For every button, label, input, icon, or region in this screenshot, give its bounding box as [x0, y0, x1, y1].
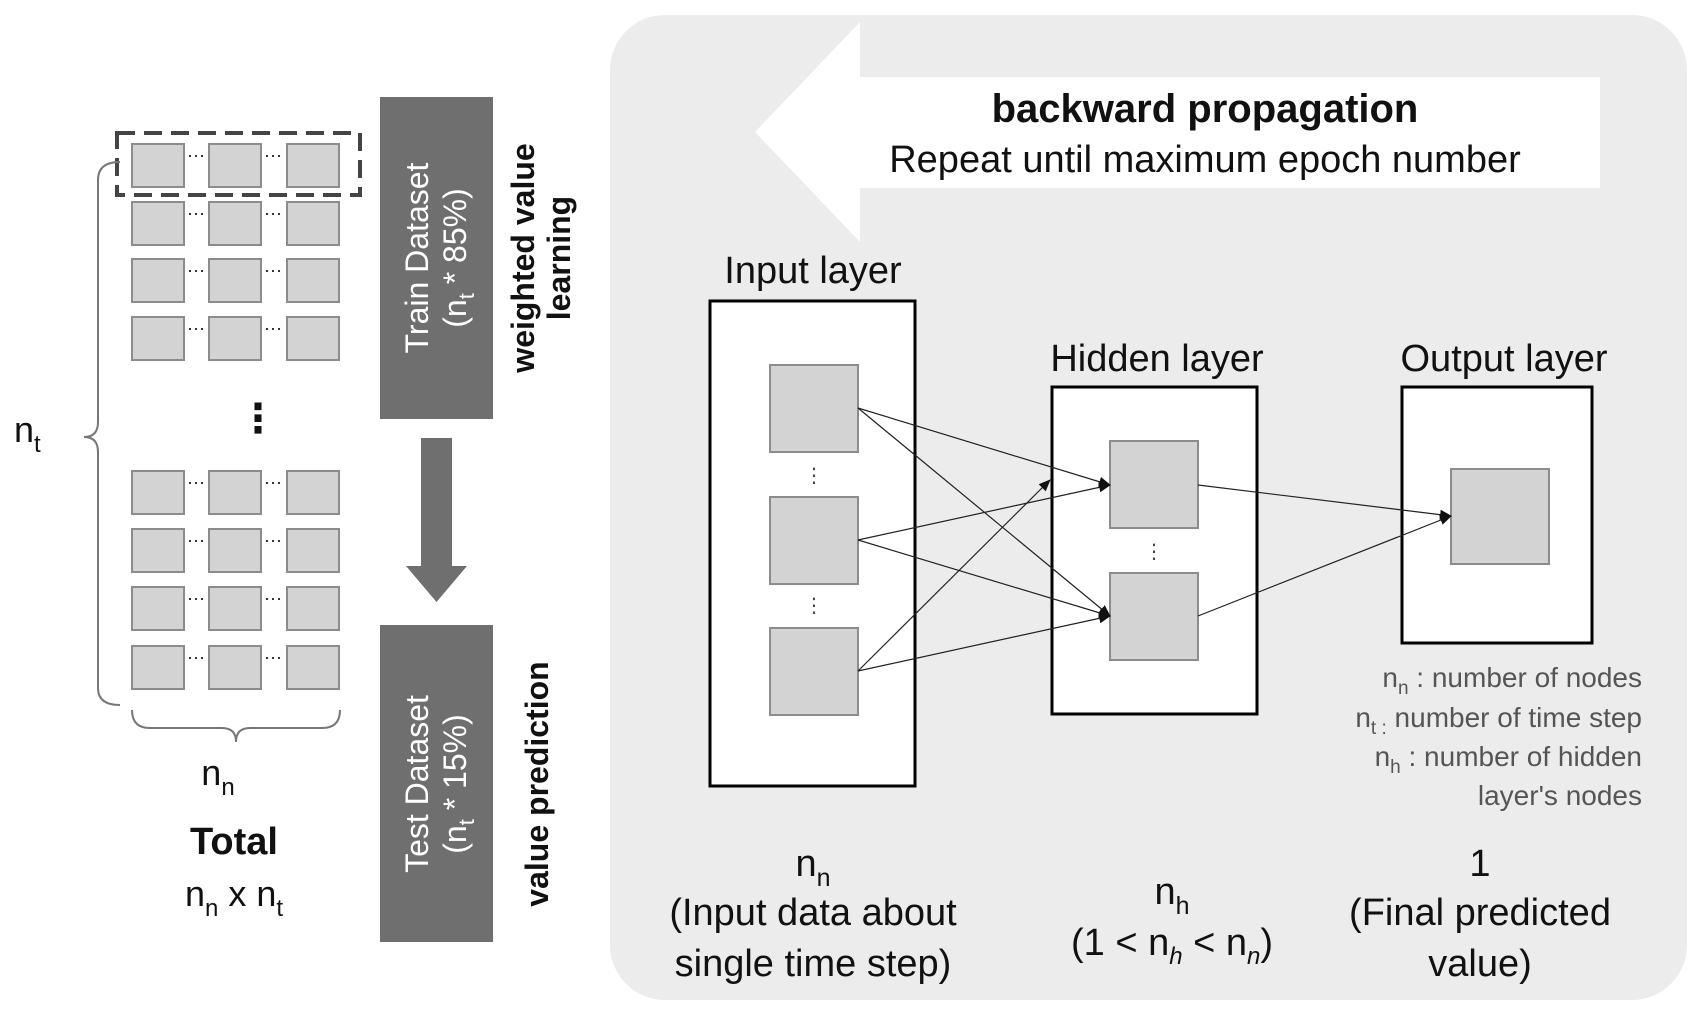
grid-cell — [208, 316, 262, 361]
grid-cell — [131, 528, 185, 573]
grid-cell — [131, 470, 185, 515]
grid-cell — [286, 258, 340, 303]
train-dataset-box — [380, 97, 493, 419]
nt-label: nt — [14, 409, 41, 458]
grid-cell — [286, 645, 340, 690]
train-side-label-1: weighted value — [505, 143, 541, 373]
backprop-title: backward propagation — [992, 87, 1419, 131]
train-side-label-2: learning — [541, 196, 577, 320]
grid-dots: ··· — [187, 145, 205, 165]
grid-cell — [131, 201, 185, 246]
symbol-legend: nn : number of nodes nt : number of time… — [1355, 662, 1642, 811]
grid-dots: ··· — [187, 318, 205, 338]
grid-cell — [208, 528, 262, 573]
grid-dots: ··· — [187, 647, 205, 667]
time-step-grid: ··· ··· ··· ··· ··· ··· ··· ··· ··· ··· ··· ··· ··· ·… — [131, 143, 340, 690]
grid-cell — [286, 586, 340, 631]
test-dataset-ratio: (nt * 15%) — [437, 714, 479, 854]
nt-brace — [83, 161, 121, 706]
legend-entry: nt : number of time step — [1355, 702, 1642, 739]
hidden-count: nh — [1154, 871, 1189, 920]
hidden-layer-title: Hidden layer — [1050, 338, 1264, 380]
hidden-desc: (1 < nh < nn) — [1071, 922, 1273, 970]
train-dataset-title: Train Dataset — [399, 162, 435, 353]
input-node — [769, 364, 859, 453]
input-layer-title: Input layer — [724, 250, 902, 292]
grid-dots: ··· — [187, 472, 205, 492]
output-desc-1: (Final predicted — [1349, 892, 1611, 934]
train-to-test-arrow — [406, 438, 467, 602]
total-formula: nn x nt — [185, 873, 283, 922]
grid-cell — [208, 470, 262, 515]
grid-cell — [208, 201, 262, 246]
grid-dots: ··· — [264, 145, 282, 165]
output-count: 1 — [1469, 843, 1490, 885]
input-node-ellipsis: ⋮ — [804, 595, 824, 617]
connections — [857, 407, 1452, 672]
backprop-subtitle: Repeat until maximum epoch number — [889, 139, 1521, 181]
output-layer-title: Output layer — [1401, 338, 1608, 380]
input-node — [769, 627, 859, 716]
test-dataset-box — [380, 625, 493, 942]
grid-cell — [286, 143, 340, 188]
input-node — [769, 496, 859, 585]
input-count: nn — [795, 843, 830, 892]
grid-cell — [131, 143, 185, 188]
grid-cell — [286, 316, 340, 361]
grid-cell — [286, 470, 340, 515]
grid-dots: ··· — [187, 203, 205, 223]
grid-cell — [131, 258, 185, 303]
grid-dots: ··· — [264, 260, 282, 280]
hidden-node — [1109, 572, 1199, 661]
grid-ellipsis: ⋮ — [238, 397, 278, 441]
grid-cell — [131, 645, 185, 690]
hidden-node-ellipsis: ⋮ — [1144, 541, 1164, 563]
grid-dots: ··· — [264, 318, 282, 338]
nn-brace — [131, 709, 341, 743]
hidden-node — [1109, 440, 1199, 529]
output-node — [1450, 468, 1550, 565]
input-node-ellipsis: ⋮ — [804, 465, 824, 487]
grid-dots: ··· — [264, 530, 282, 550]
grid-cell — [208, 258, 262, 303]
legend-entry: nh : number of hidden — [1375, 741, 1642, 778]
grid-dots: ··· — [264, 472, 282, 492]
total-title: Total — [190, 821, 278, 863]
grid-cell — [131, 586, 185, 631]
grid-cell — [208, 645, 262, 690]
grid-dots: ··· — [264, 647, 282, 667]
grid-cell — [286, 528, 340, 573]
legend-entry: nn : number of nodes — [1382, 662, 1642, 699]
backprop-arrow — [755, 22, 1600, 242]
nn-label: nn — [201, 752, 234, 801]
grid-dots: ··· — [264, 588, 282, 608]
input-desc-2: single time step) — [675, 943, 952, 985]
grid-dots: ··· — [187, 260, 205, 280]
grid-cell — [208, 143, 262, 188]
input-desc-1: (Input data about — [669, 892, 957, 934]
output-desc-2: value) — [1428, 943, 1532, 985]
first-row-highlight — [115, 131, 362, 197]
test-side-label: value prediction — [519, 661, 555, 906]
legend-entry: layer's nodes — [1478, 780, 1642, 811]
test-dataset-title: Test Dataset — [399, 695, 435, 873]
grid-cell — [208, 586, 262, 631]
grid-cell — [131, 316, 185, 361]
grid-dots: ··· — [264, 203, 282, 223]
train-dataset-ratio: (nt * 85%) — [437, 188, 479, 328]
grid-dots: ··· — [187, 588, 205, 608]
grid-dots: ··· — [187, 530, 205, 550]
grid-cell — [286, 201, 340, 246]
